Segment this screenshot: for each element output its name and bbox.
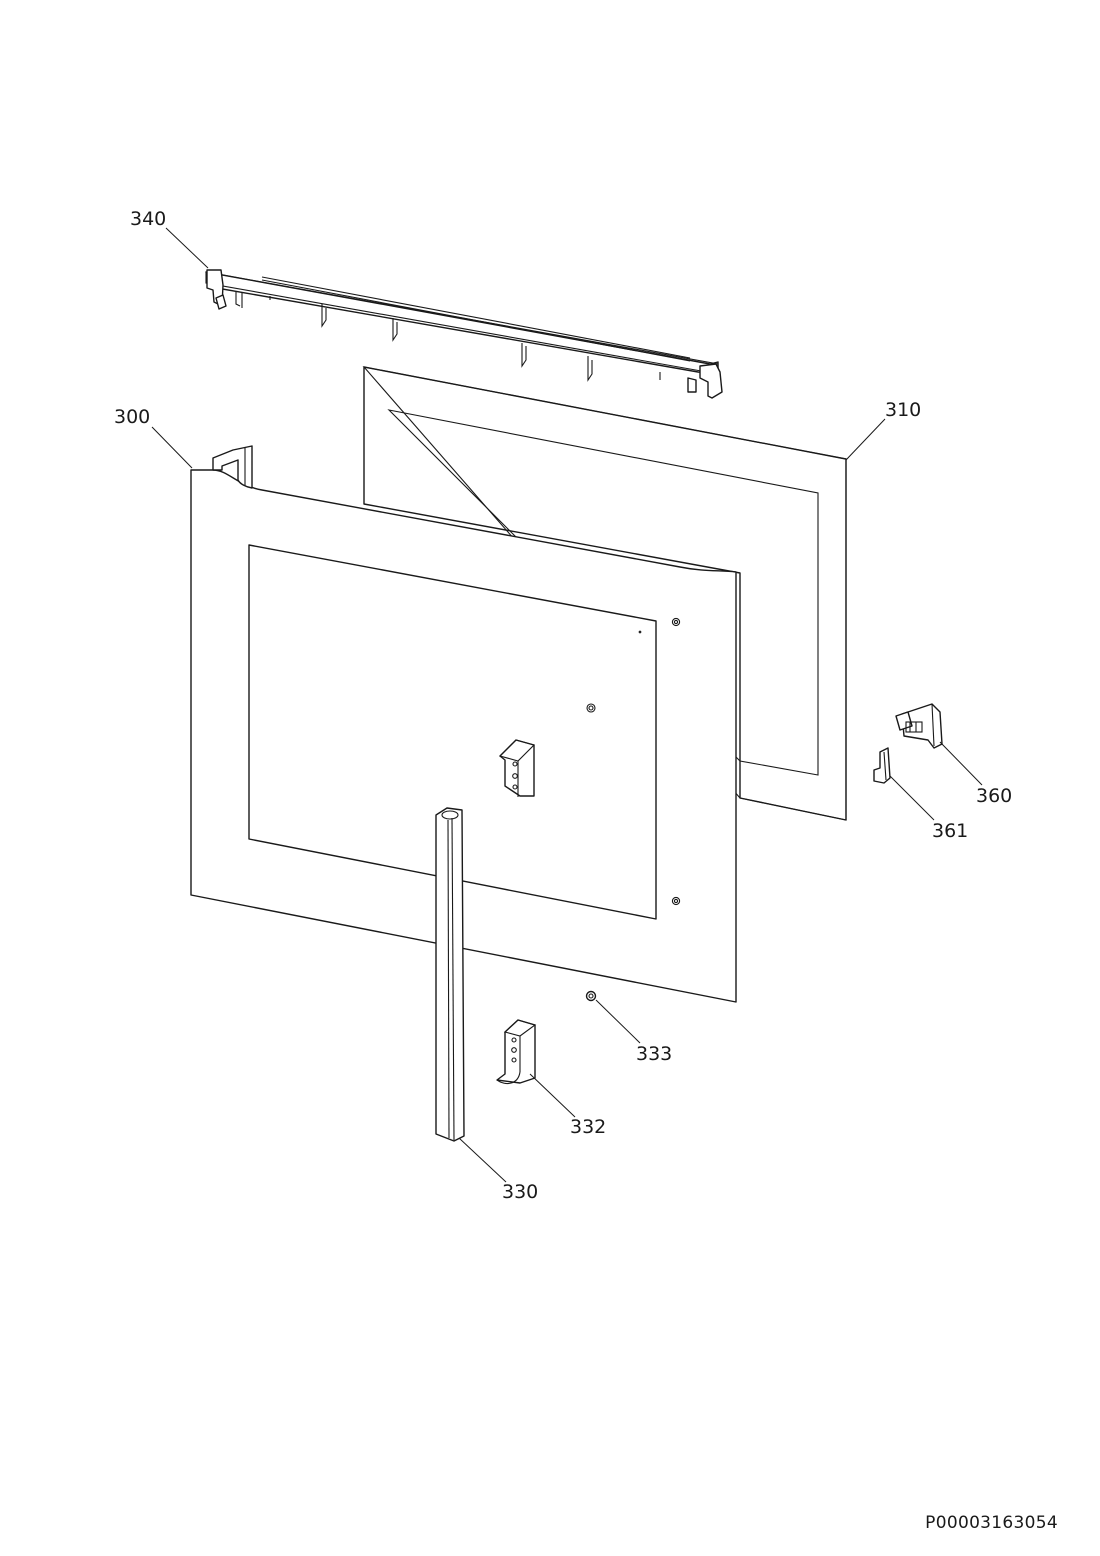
label-333: 333	[636, 1043, 672, 1065]
label-360: 360	[976, 785, 1012, 807]
leader-360	[939, 741, 983, 786]
label-361: 361	[932, 820, 968, 842]
leader-300	[151, 426, 193, 469]
panel-hinge-bracket	[498, 739, 536, 797]
label-340: 340	[130, 208, 166, 230]
label-330: 330	[502, 1181, 538, 1203]
document-number: P00003163054	[925, 1513, 1058, 1533]
leader-361	[889, 775, 935, 821]
part-333-washer[interactable]	[585, 990, 597, 1002]
part-330-vertical-profile[interactable]	[435, 807, 465, 1142]
label-332: 332	[570, 1116, 606, 1138]
leader-310	[845, 418, 886, 461]
leader-333	[595, 999, 641, 1044]
leader-330	[458, 1137, 507, 1183]
part-340-top-profile[interactable]	[205, 269, 723, 399]
part-300-door-panel[interactable]	[190, 445, 737, 1003]
part-360-latch[interactable]	[895, 703, 943, 749]
leader-332	[529, 1073, 576, 1118]
leader-340	[165, 227, 209, 269]
label-300: 300	[114, 406, 150, 428]
hole-marker	[586, 617, 681, 906]
part-332-hinge-bracket[interactable]	[496, 1019, 537, 1085]
part-361-clip[interactable]	[873, 747, 891, 784]
label-310: 310	[885, 399, 921, 421]
